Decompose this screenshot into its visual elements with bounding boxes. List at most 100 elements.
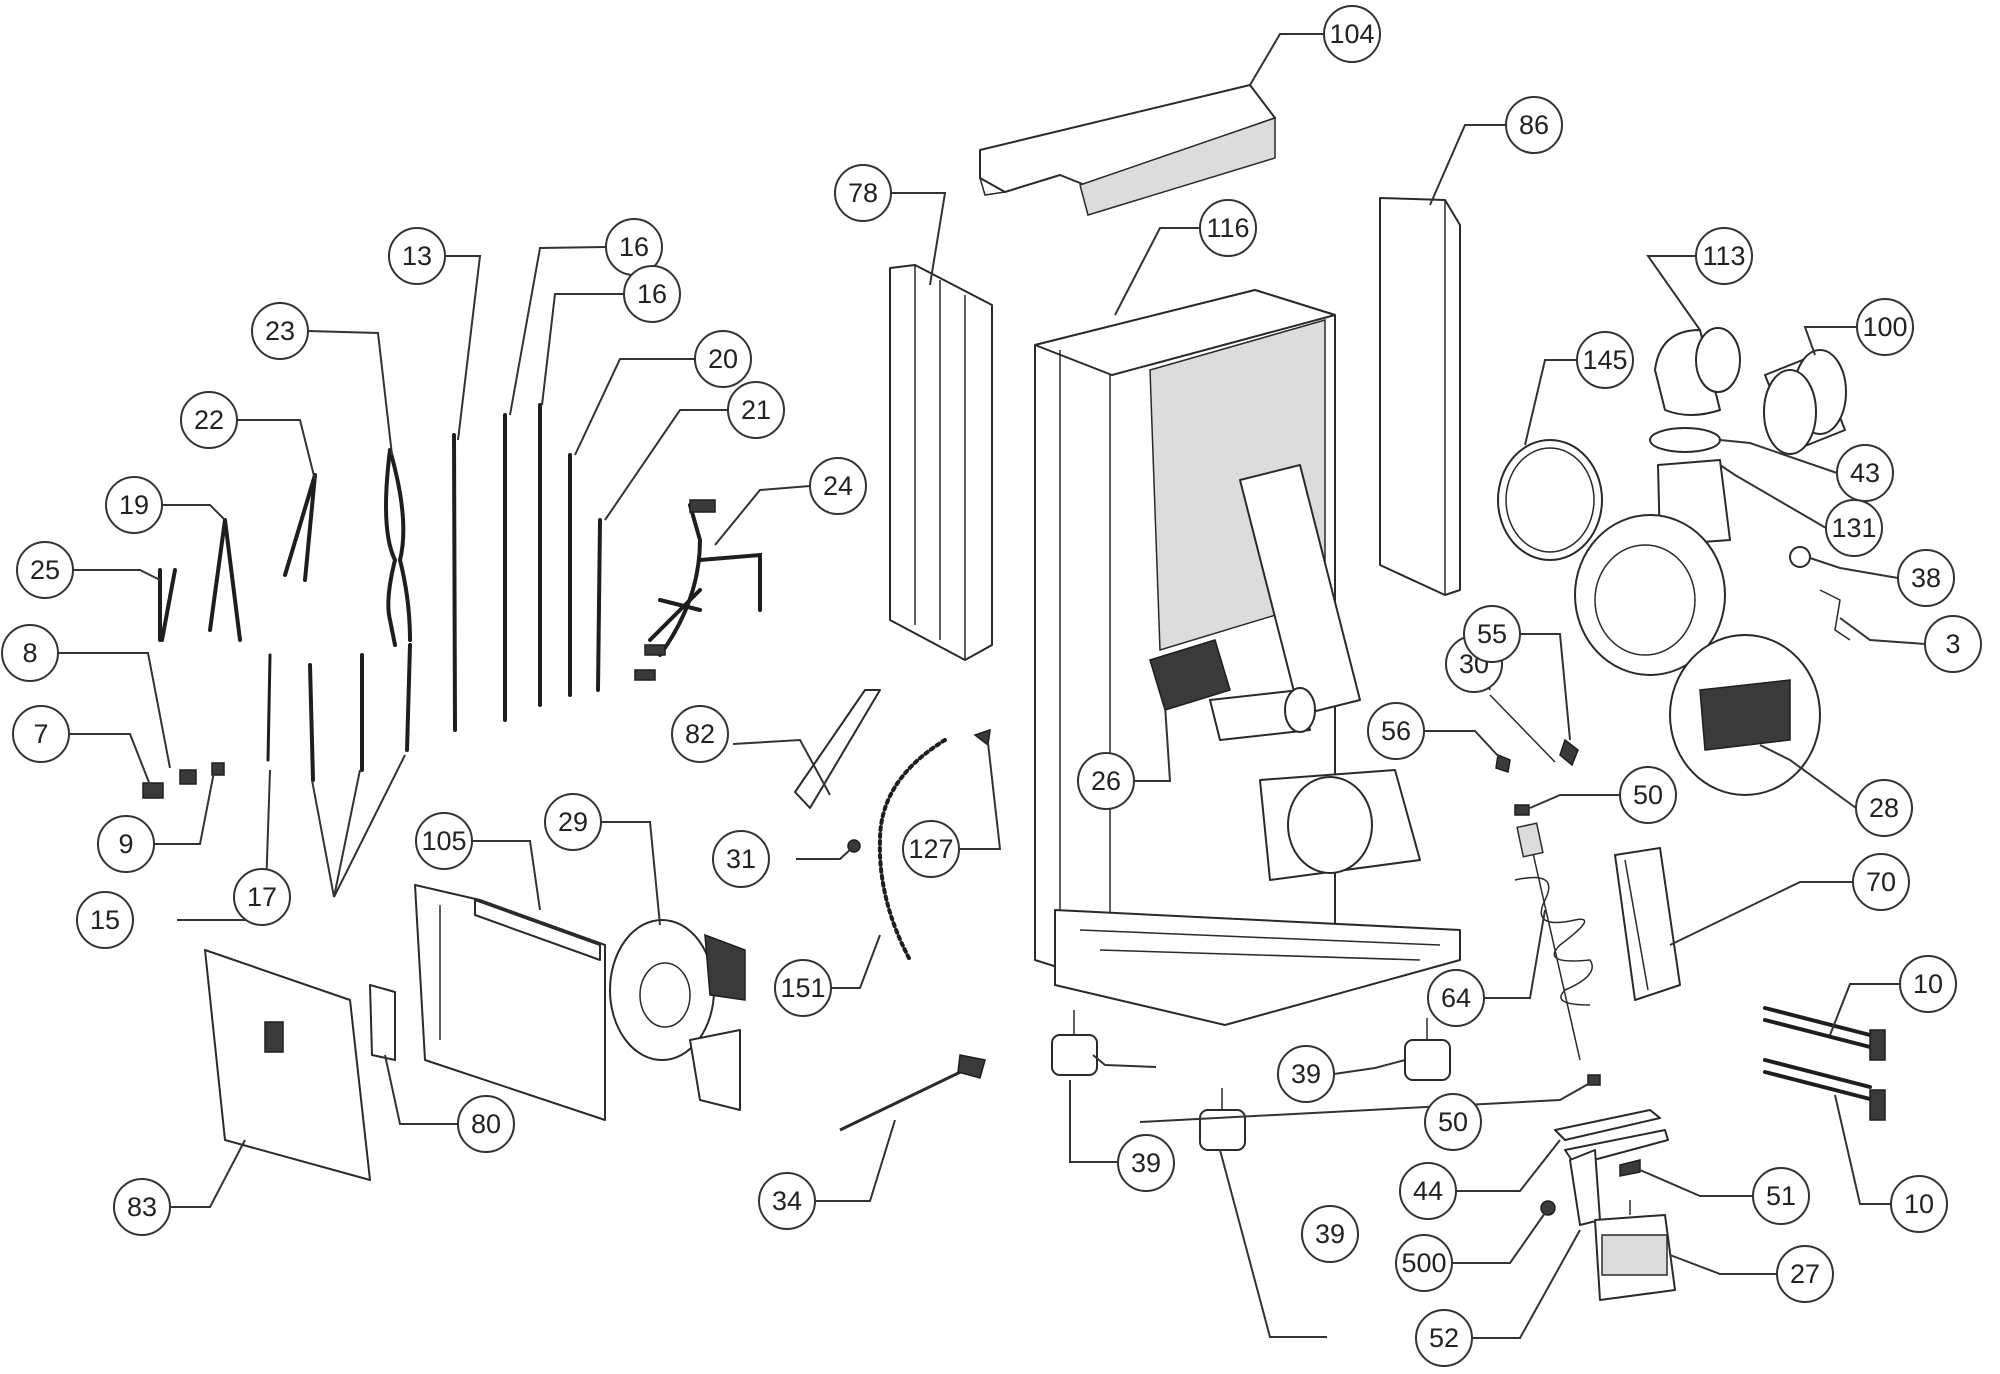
callout-c83: 83 <box>113 1178 171 1236</box>
callout-c16a: 16 <box>605 218 663 276</box>
callout-c8: 8 <box>1 624 59 682</box>
callout-label: 43 <box>1850 458 1880 488</box>
callout-c127: 127 <box>902 820 960 878</box>
callout-c23: 23 <box>251 302 309 360</box>
callout-c78: 78 <box>834 164 892 222</box>
callout-bubble <box>1836 444 1894 502</box>
callout-c131: 131 <box>1825 499 1883 557</box>
callout-c500: 500 <box>1395 1234 1453 1292</box>
callout-label: 27 <box>1790 1259 1820 1289</box>
callout-c21: 21 <box>727 381 785 439</box>
part-small-hardware-right <box>1789 546 1851 641</box>
callout-bubble <box>1776 1245 1834 1303</box>
part-auger <box>1514 822 1593 1061</box>
part-bushing-top <box>1514 804 1530 816</box>
callout-bubble <box>1852 853 1910 911</box>
callout-bubble <box>1395 1234 1453 1292</box>
callout-bubble <box>902 820 960 878</box>
callout-c55: 55 <box>1463 605 1521 663</box>
callout-c13: 13 <box>388 227 446 285</box>
callout-label: 113 <box>1702 241 1745 271</box>
callout-c10b: 10 <box>1890 1175 1948 1233</box>
callout-bubble <box>544 793 602 851</box>
callout-label: 56 <box>1381 716 1411 746</box>
callout-c29: 29 <box>544 793 602 851</box>
callout-label: 16 <box>619 232 649 262</box>
callout-label: 80 <box>471 1109 501 1139</box>
callout-c51: 51 <box>1752 1167 1810 1225</box>
callout-label: 51 <box>1766 1181 1796 1211</box>
callout-bubble <box>834 164 892 222</box>
callout-bubble <box>457 1095 515 1153</box>
callout-label: 24 <box>823 471 853 501</box>
callout-bubble <box>694 330 752 388</box>
callout-label: 8 <box>22 638 37 668</box>
part-auger-drive <box>1540 1109 1676 1301</box>
callout-label: 19 <box>119 490 149 520</box>
part-front-hardware <box>794 689 991 1132</box>
callout-label: 44 <box>1413 1176 1443 1206</box>
callout-label: 34 <box>772 1186 802 1216</box>
part-cabinet-body <box>1034 289 1461 1026</box>
callout-c27: 27 <box>1776 1245 1834 1303</box>
callout-bubble <box>1463 605 1521 663</box>
callout-bubble <box>180 391 238 449</box>
callout-bubble <box>1077 752 1135 810</box>
callout-label: 15 <box>90 905 120 935</box>
callout-bubble <box>809 457 867 515</box>
callout-c39a: 39 <box>1117 1134 1175 1192</box>
callout-c25: 25 <box>16 541 74 599</box>
callout-c80: 80 <box>457 1095 515 1153</box>
callout-label: 500 <box>1401 1248 1446 1278</box>
callout-label: 78 <box>848 178 878 208</box>
callout-label: 10 <box>1904 1189 1934 1219</box>
callout-c16b: 16 <box>623 265 681 323</box>
callout-bubble <box>1301 1205 1359 1263</box>
callout-bubble <box>758 1172 816 1230</box>
callout-label: 3 <box>1945 629 1960 659</box>
callout-label: 127 <box>908 834 953 864</box>
leader-lines <box>58 33 1926 1339</box>
part-control-box <box>204 884 606 1181</box>
part-bushing-bottom <box>1587 1074 1601 1086</box>
callout-bubble <box>1277 1045 1335 1103</box>
callout-c7: 7 <box>12 705 70 763</box>
callout-c22: 22 <box>180 391 238 449</box>
callout-bubble <box>1897 549 1955 607</box>
callout-c3: 3 <box>1924 615 1982 673</box>
callout-c17: 17 <box>233 868 291 926</box>
part-exhaust-housing <box>1574 427 1731 676</box>
part-feet <box>1051 1010 1451 1151</box>
part-igniter-parts <box>1489 694 1579 773</box>
callout-label: 9 <box>118 829 133 859</box>
part-combustion-blower <box>609 919 746 1111</box>
callout-bubble <box>251 302 309 360</box>
callout-c50a: 50 <box>1619 766 1677 824</box>
callout-c43: 43 <box>1836 444 1894 502</box>
callout-label: 28 <box>1869 793 1899 823</box>
callout-label: 64 <box>1441 983 1471 1013</box>
callout-bubble <box>1752 1167 1810 1225</box>
callout-label: 105 <box>421 826 466 856</box>
callout-label: 50 <box>1633 780 1663 810</box>
callout-bubble <box>671 705 729 763</box>
callout-c100: 100 <box>1856 298 1914 356</box>
callout-bubble <box>712 830 770 888</box>
callout-bubble <box>1899 955 1957 1013</box>
callout-bubble <box>1399 1162 1457 1220</box>
callout-label: 50 <box>1438 1107 1468 1137</box>
callout-c20: 20 <box>694 330 752 388</box>
callout-label: 39 <box>1291 1059 1321 1089</box>
callout-c105: 105 <box>415 812 473 870</box>
callout-label: 82 <box>685 719 715 749</box>
callout-bubble <box>1890 1175 1948 1233</box>
callout-bubble <box>16 541 74 599</box>
callout-label: 7 <box>33 719 48 749</box>
callout-label: 23 <box>265 316 295 346</box>
callout-c104: 104 <box>1323 5 1381 63</box>
callout-c116: 116 <box>1199 199 1257 257</box>
callout-c31: 31 <box>712 830 770 888</box>
callout-bubble <box>1427 969 1485 1027</box>
callout-bubble <box>113 1178 171 1236</box>
